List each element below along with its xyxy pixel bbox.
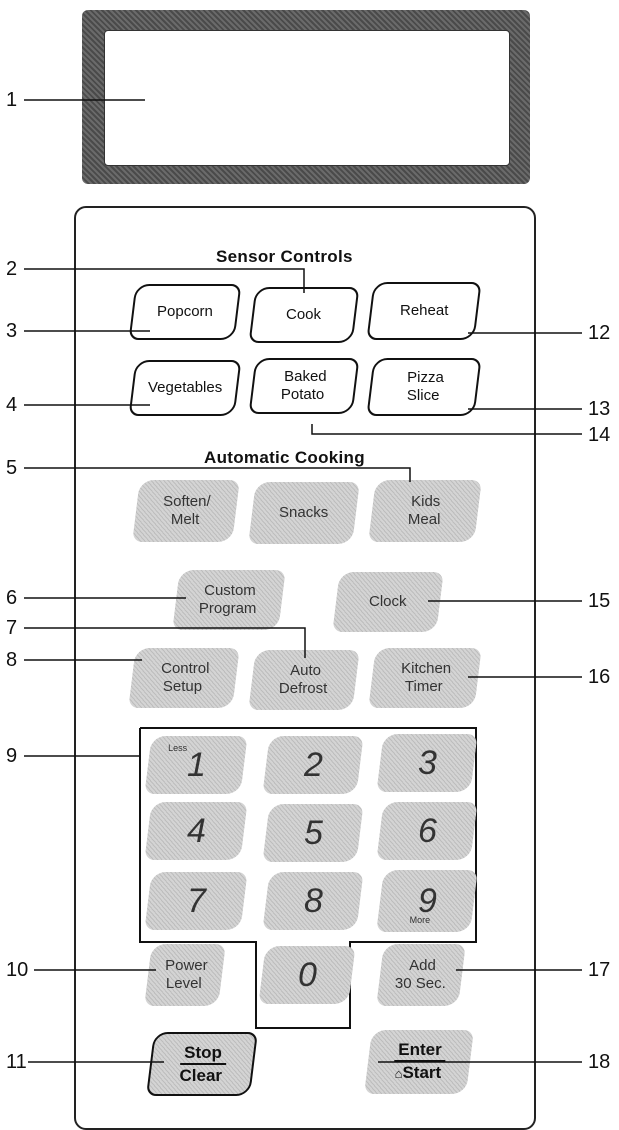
- callout-2: 2: [6, 258, 18, 280]
- callout-14: 14: [588, 424, 611, 446]
- callout-5: 5: [6, 457, 18, 479]
- display-screen: [104, 30, 510, 166]
- callout-15: 15: [588, 590, 611, 612]
- leader-7: [24, 627, 306, 658]
- callout-12: 12: [588, 322, 611, 344]
- callout-18: 18: [588, 1051, 611, 1073]
- leader-14: [311, 424, 582, 435]
- automatic-cooking-heading: Automatic Cooking: [204, 448, 365, 467]
- callout-13: 13: [588, 398, 611, 420]
- callout-7: 7: [6, 617, 18, 639]
- leader-2: [24, 268, 305, 293]
- callout-16: 16: [588, 666, 611, 688]
- callout-10: 10: [6, 959, 29, 981]
- callout-8: 8: [6, 649, 18, 671]
- callout-1: 1: [6, 89, 18, 111]
- callout-6: 6: [6, 587, 18, 609]
- display-frame: [82, 10, 530, 184]
- leader-5: [24, 467, 411, 482]
- callout-4: 4: [6, 394, 18, 416]
- callout-11: 11: [6, 1051, 27, 1073]
- callout-3: 3: [6, 320, 18, 342]
- callout-9: 9: [6, 745, 18, 767]
- callout-17: 17: [588, 959, 611, 981]
- sensor-controls-heading: Sensor Controls: [216, 247, 353, 266]
